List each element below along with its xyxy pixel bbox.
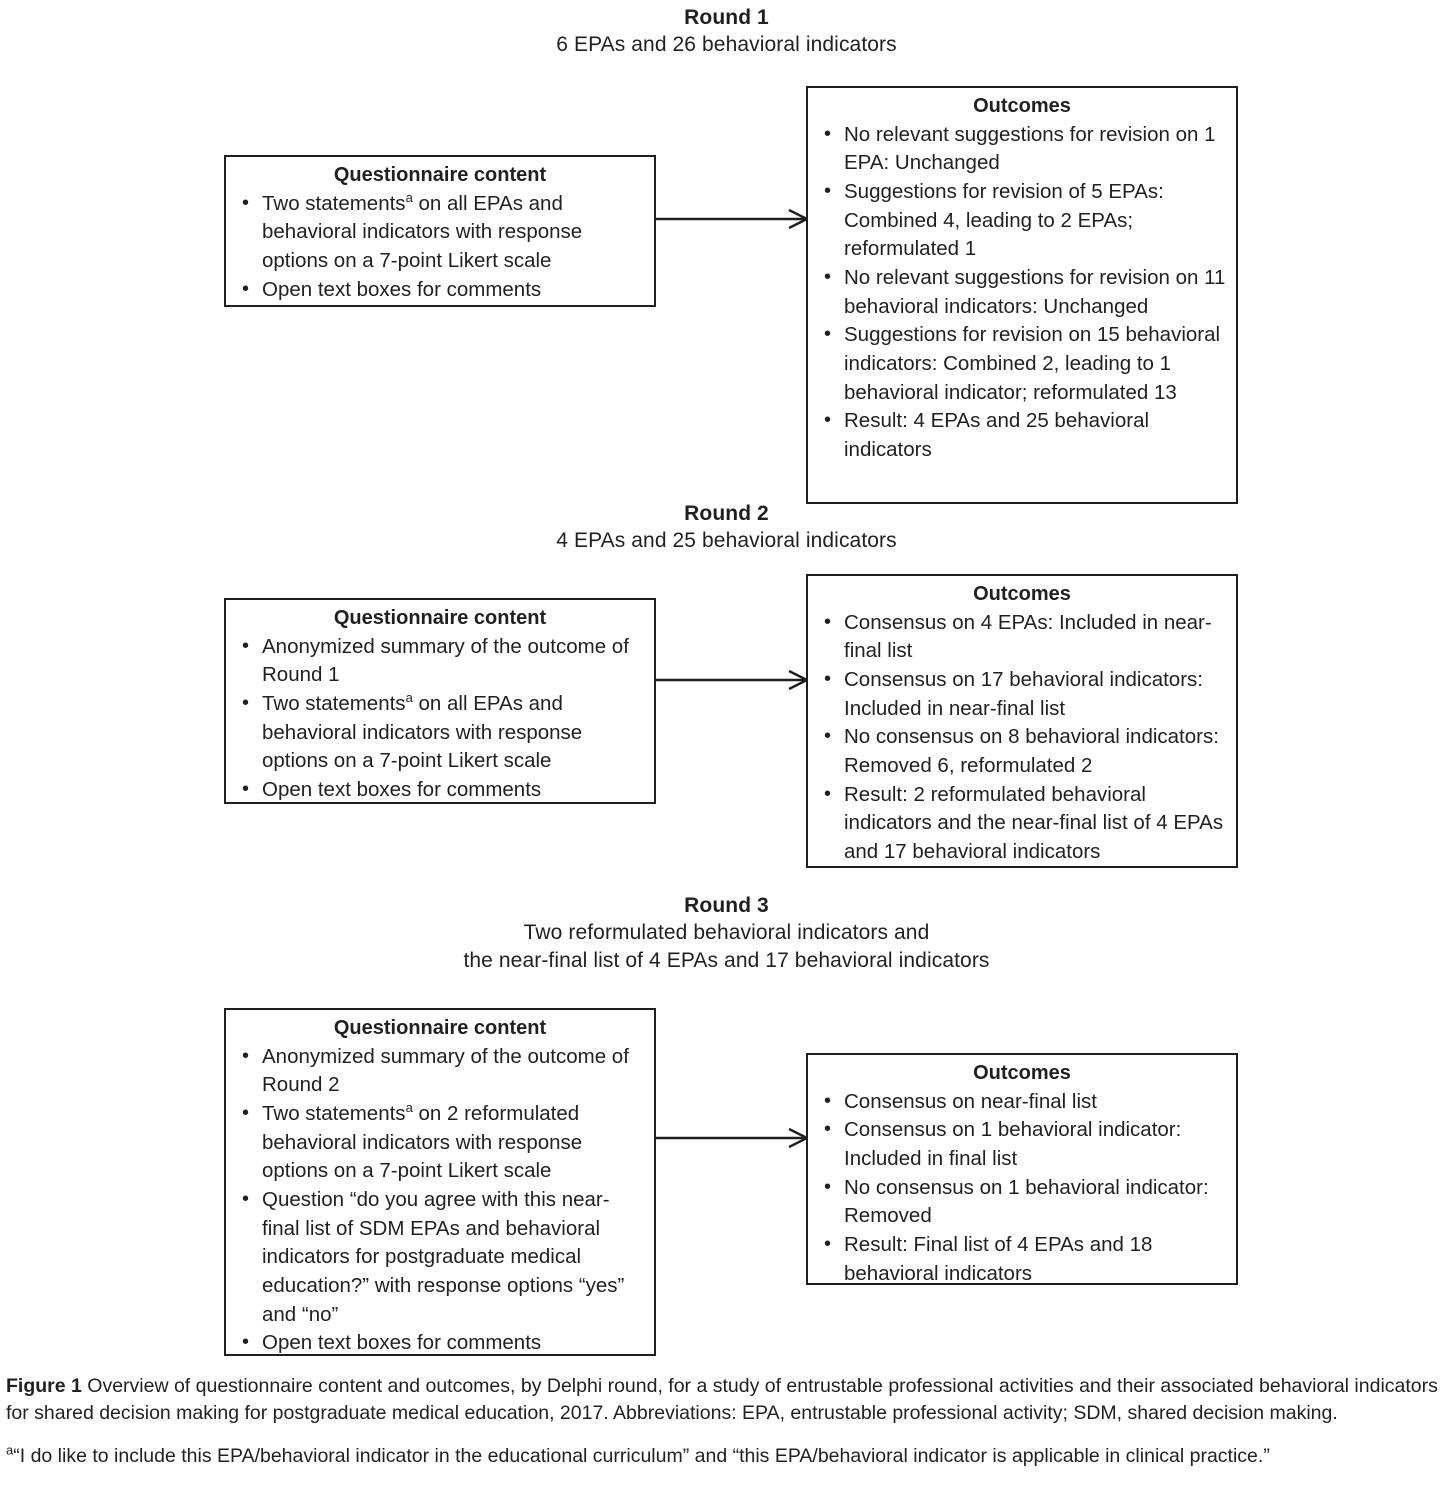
- round-3-subtitle-line-2: the near-final list of 4 EPAs and 17 beh…: [463, 948, 990, 972]
- round-1-arrow: [655, 207, 809, 231]
- caption-body: Overview of questionnaire content and ou…: [6, 1375, 1438, 1424]
- round-1-title: Round 1: [684, 6, 769, 29]
- round-3-arrow: [655, 1126, 809, 1150]
- list-item: Suggestions for revision on 15 behaviora…: [818, 320, 1226, 407]
- figure-label: Figure 1: [6, 1375, 82, 1397]
- round-1-subtitle: 6 EPAs and 26 behavioral indicators: [556, 33, 897, 57]
- caption-main: Figure 1 Overview of questionnaire conte…: [6, 1373, 1446, 1426]
- figure-caption: Figure 1 Overview of questionnaire conte…: [6, 1373, 1446, 1470]
- round-2-header: Round 2 4 EPAs and 25 behavioral indicat…: [0, 500, 1453, 555]
- round-3-subtitle-line-1: Two reformulated behavioral indicators a…: [523, 921, 930, 945]
- round-1-questionnaire-title: Questionnaire content: [333, 164, 547, 186]
- round-1-outcomes-box: Outcomes No relevant suggestions for rev…: [806, 86, 1238, 504]
- round-2-outcomes-box: Outcomes Consensus on 4 EPAs: Included i…: [806, 574, 1238, 868]
- list-item: Result: Final list of 4 EPAs and 18 beha…: [818, 1230, 1226, 1288]
- footnote-text: “I do like to include this EPA/behaviora…: [13, 1445, 1270, 1468]
- round-1-outcomes-list: No relevant suggestions for revision on …: [818, 120, 1226, 465]
- round-1-outcomes-title: Outcomes: [973, 95, 1071, 117]
- list-item: Two statementsa on all EPAs and behavior…: [236, 189, 644, 276]
- list-item: No consensus on 1 behavioral indicator: …: [818, 1173, 1226, 1231]
- list-item: Result: 2 reformulated behavioral indica…: [818, 780, 1226, 867]
- footnote-marker: a: [6, 1442, 14, 1458]
- round-2-questionnaire-list: Anonymized summary of the outcome of Rou…: [236, 632, 644, 805]
- round-2-title: Round 2: [684, 502, 769, 525]
- round-1-questionnaire-box: Questionnaire content Two statementsa on…: [224, 155, 656, 307]
- list-item: No relevant suggestions for revision on …: [818, 120, 1226, 178]
- round-2-outcomes-title: Outcomes: [973, 583, 1071, 605]
- round-1-header: Round 1 6 EPAs and 26 behavioral indicat…: [0, 4, 1453, 59]
- round-3-questionnaire-title: Questionnaire content: [333, 1017, 547, 1039]
- round-1-questionnaire-list: Two statementsa on all EPAs and behavior…: [236, 189, 644, 305]
- list-item: No consensus on 8 behavioral indicators:…: [818, 722, 1226, 780]
- round-3-outcomes-list: Consensus on near-final list Consensus o…: [818, 1087, 1226, 1289]
- round-3-questionnaire-box: Questionnaire content Anonymized summary…: [224, 1008, 656, 1356]
- list-item: Consensus on near-final list: [818, 1087, 1226, 1117]
- list-item: Consensus on 1 behavioral indicator: Inc…: [818, 1115, 1226, 1173]
- list-item: Two statementsa on all EPAs and behavior…: [236, 689, 644, 776]
- round-2-arrow: [655, 668, 809, 692]
- list-item: Anonymized summary of the outcome of Rou…: [236, 1042, 644, 1100]
- round-3-questionnaire-list: Anonymized summary of the outcome of Rou…: [236, 1042, 644, 1359]
- round-3-title: Round 3: [684, 894, 769, 917]
- list-item: Open text boxes for comments: [236, 275, 644, 305]
- round-2-questionnaire-box: Questionnaire content Anonymized summary…: [224, 598, 656, 804]
- round-2-questionnaire-title: Questionnaire content: [333, 607, 547, 629]
- round-3-outcomes-title: Outcomes: [973, 1062, 1071, 1084]
- list-item: Question “do you agree with this near-fi…: [236, 1185, 644, 1329]
- round-3-outcomes-box: Outcomes Consensus on near-final list Co…: [806, 1053, 1238, 1285]
- list-item: Result: 4 EPAs and 25 behavioral indicat…: [818, 406, 1226, 464]
- list-item: Anonymized summary of the outcome of Rou…: [236, 632, 644, 690]
- list-item: Consensus on 17 behavioral indicators: I…: [818, 665, 1226, 723]
- round-2-subtitle: 4 EPAs and 25 behavioral indicators: [556, 529, 897, 553]
- list-item: Open text boxes for comments: [236, 1328, 644, 1358]
- list-item: No relevant suggestions for revision on …: [818, 263, 1226, 321]
- round-2-outcomes-list: Consensus on 4 EPAs: Included in near-fi…: [818, 608, 1226, 867]
- caption-footnote: a“I do like to include this EPA/behavior…: [6, 1443, 1446, 1470]
- list-item: Open text boxes for comments: [236, 775, 644, 805]
- list-item: Consensus on 4 EPAs: Included in near-fi…: [818, 608, 1226, 666]
- round-3-header: Round 3 Two reformulated behavioral indi…: [0, 892, 1453, 974]
- list-item: Two statementsa on 2 reformulated behavi…: [236, 1099, 644, 1186]
- list-item: Suggestions for revision of 5 EPAs: Comb…: [818, 177, 1226, 264]
